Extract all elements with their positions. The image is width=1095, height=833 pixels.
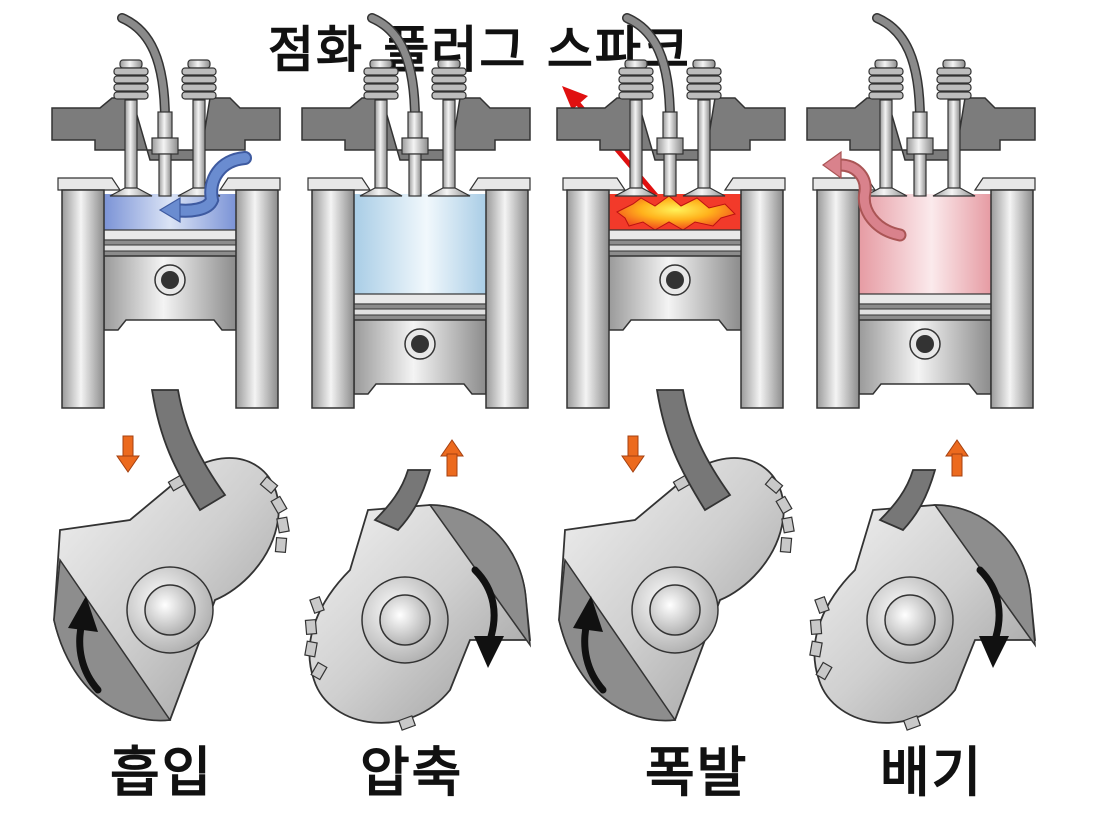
stage-exhaust: 배기 [795,0,1055,833]
explosion-flame-icon [616,195,736,231]
compression-engine-illustration [290,0,550,833]
diagram-title: 점화 플러그 스파크 [268,21,691,79]
piston-up-arrow-icon [440,439,464,477]
stage-label-compression: 압축 [360,741,464,804]
power-engine-illustration [545,0,805,833]
stage-label-power: 폭발 [645,741,749,804]
exhaust-engine-illustration [795,0,1055,833]
piston-down-arrow-icon [116,435,140,473]
stage-label-intake: 흡입 [110,741,214,804]
intake-engine-illustration [40,0,300,833]
piston-down-arrow-icon [621,435,645,473]
stage-intake: 흡입 [40,0,300,833]
stage-compression: 압축 [290,0,550,833]
stage-power: 폭발 [545,0,805,833]
stage-label-exhaust: 배기 [880,741,984,804]
piston-up-arrow-icon [945,439,969,477]
